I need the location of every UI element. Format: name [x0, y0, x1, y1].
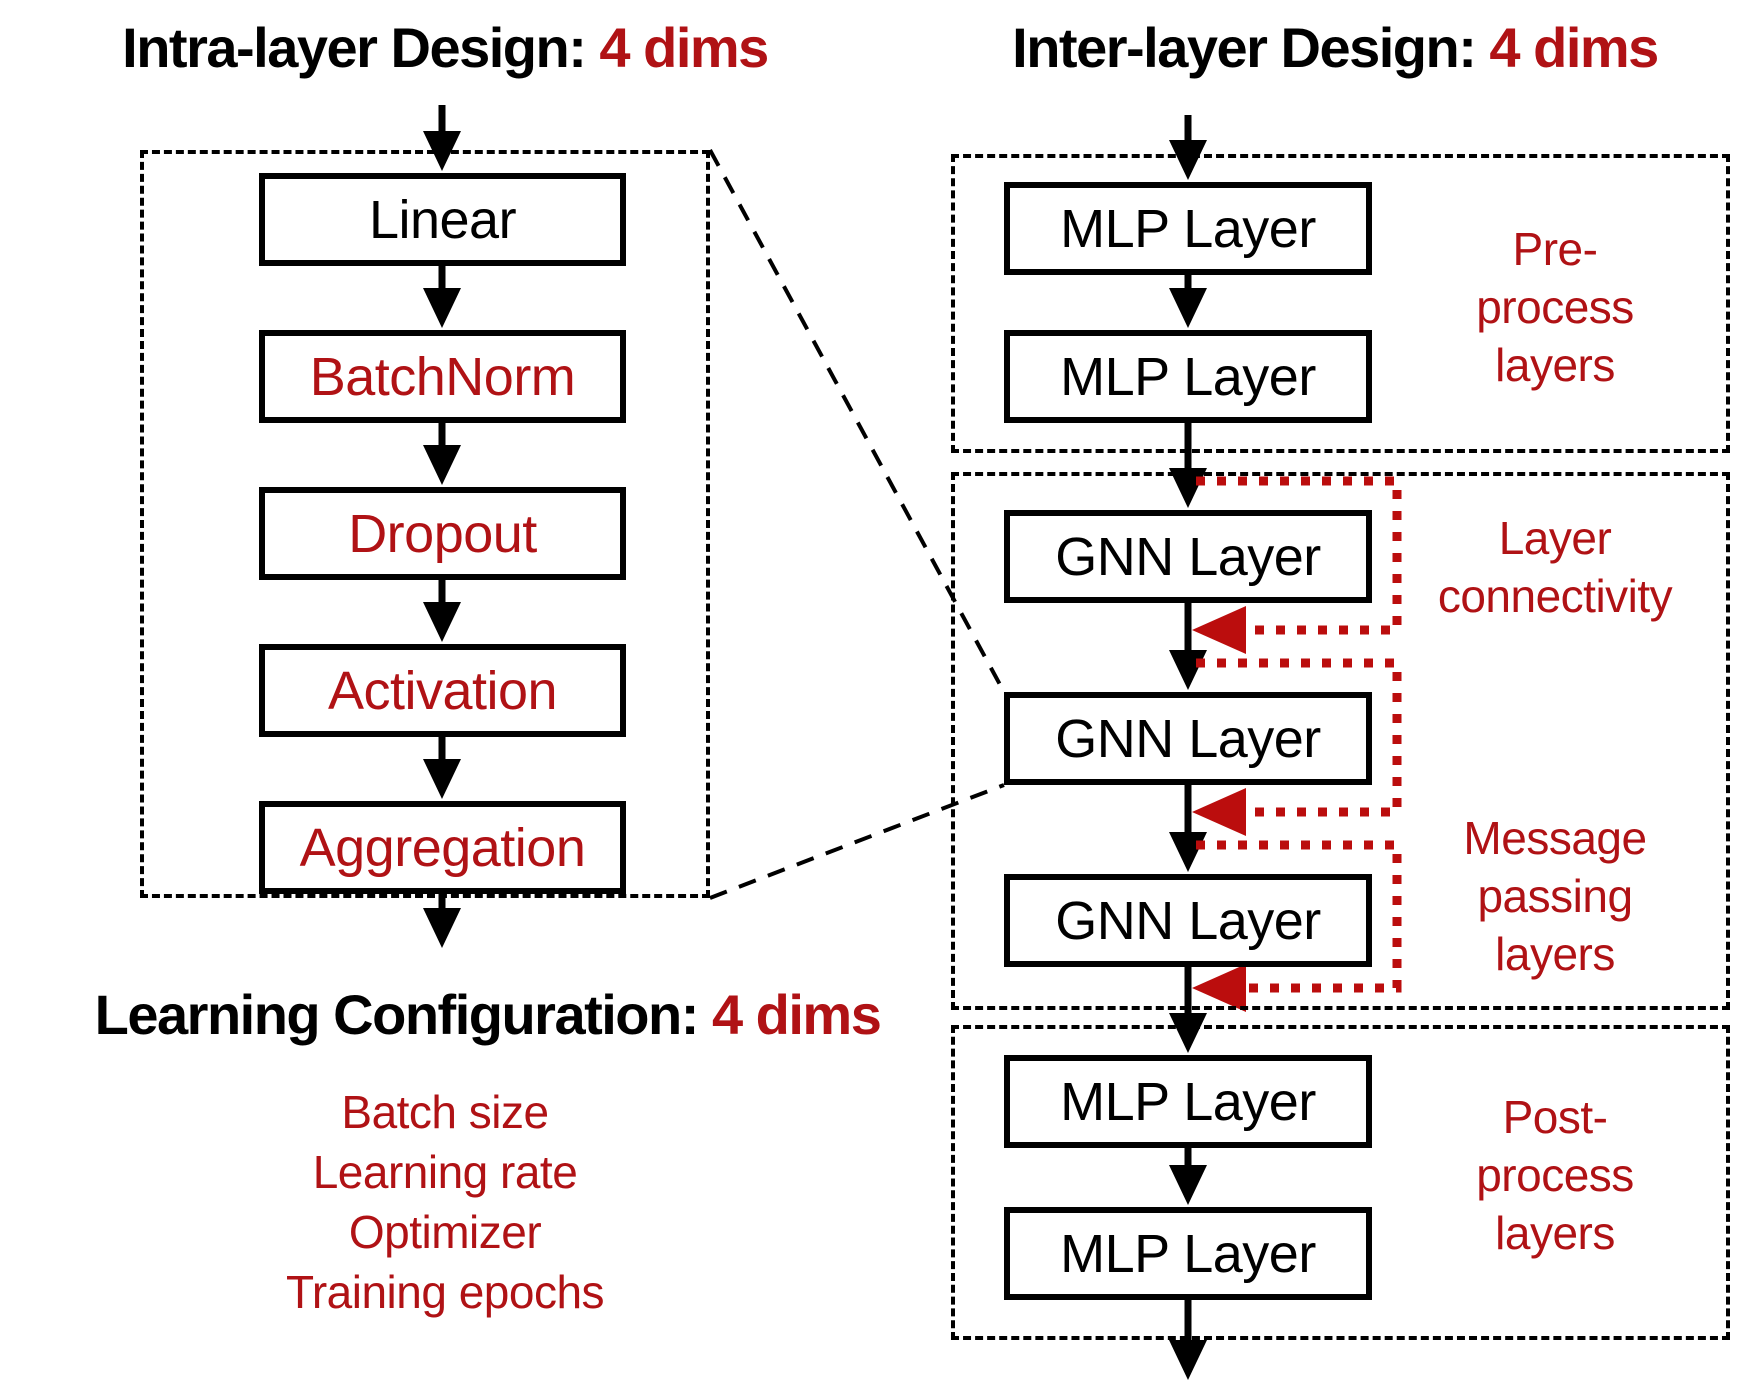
- batchnorm-box-label: BatchNorm: [309, 346, 576, 407]
- learning-configuration-heading: Learning Configuration: 4 dims: [30, 979, 945, 1051]
- mlp-layer-box-2: MLP Layer: [1004, 330, 1372, 423]
- learning-heading-dims: 4 dims: [711, 983, 882, 1046]
- inter-layer-heading: Inter-layer Design: 4 dims: [935, 12, 1735, 84]
- gnn-layer-3-label: GNN Layer: [1055, 890, 1321, 951]
- learning-item-optimizer: Optimizer: [348, 1206, 542, 1258]
- linear-box: Linear: [259, 173, 626, 266]
- intra-layer-heading: Intra-layer Design: 4 dims: [40, 12, 850, 84]
- learning-item-training-epochs: Training epochs: [285, 1266, 605, 1318]
- learning-configuration-list: Batch size Learning rate Optimizer Train…: [95, 1082, 795, 1322]
- inter-heading-main: Inter-layer Design:: [1012, 16, 1490, 79]
- activation-box: Activation: [259, 644, 626, 737]
- intra-heading-dims: 4 dims: [599, 16, 769, 79]
- learning-item-batch-size: Batch size: [341, 1086, 549, 1138]
- batchnorm-box: BatchNorm: [259, 330, 626, 423]
- pre-process-label: Pre- process layers: [1476, 223, 1634, 391]
- mlp-layer-box-1: MLP Layer: [1004, 182, 1372, 275]
- dropout-box: Dropout: [259, 487, 626, 580]
- post-process-dashed-box: [951, 1025, 1730, 1340]
- layer-connectivity-label: Layer connectivity: [1437, 512, 1673, 622]
- mlp-layer-4-label: MLP Layer: [1060, 1223, 1316, 1284]
- inter-heading-dims: 4 dims: [1489, 16, 1659, 79]
- post-process-label: Post- process layers: [1476, 1091, 1634, 1259]
- intra-heading-main: Intra-layer Design:: [122, 16, 600, 79]
- mlp-layer-box-3: MLP Layer: [1004, 1055, 1372, 1148]
- mlp-layer-2-label: MLP Layer: [1060, 346, 1316, 407]
- learning-heading-main: Learning Configuration:: [94, 983, 712, 1046]
- learning-item-learning-rate: Learning rate: [312, 1146, 578, 1198]
- gnn-layer-2-label: GNN Layer: [1055, 708, 1321, 769]
- aggregation-box: Aggregation: [259, 801, 626, 894]
- gnn-layer-box-1: GNN Layer: [1004, 510, 1372, 603]
- aggregation-box-label: Aggregation: [299, 817, 586, 878]
- mlp-layer-box-4: MLP Layer: [1004, 1207, 1372, 1300]
- activation-box-label: Activation: [327, 660, 558, 721]
- gnn-layer-box-2: GNN Layer: [1004, 692, 1372, 785]
- pre-process-dashed-box: [951, 154, 1730, 453]
- message-passing-label: Message passing layers: [1463, 812, 1647, 980]
- mlp-layer-1-label: MLP Layer: [1060, 198, 1316, 259]
- message-passing-dashed-box: [951, 472, 1730, 1010]
- mlp-layer-3-label: MLP Layer: [1060, 1071, 1316, 1132]
- gnn-layer-box-3: GNN Layer: [1004, 874, 1372, 967]
- dropout-box-label: Dropout: [348, 503, 537, 564]
- linear-box-label: Linear: [368, 189, 517, 250]
- intra-layer-dashed-box: [140, 150, 710, 898]
- gnn-layer-1-label: GNN Layer: [1055, 526, 1321, 587]
